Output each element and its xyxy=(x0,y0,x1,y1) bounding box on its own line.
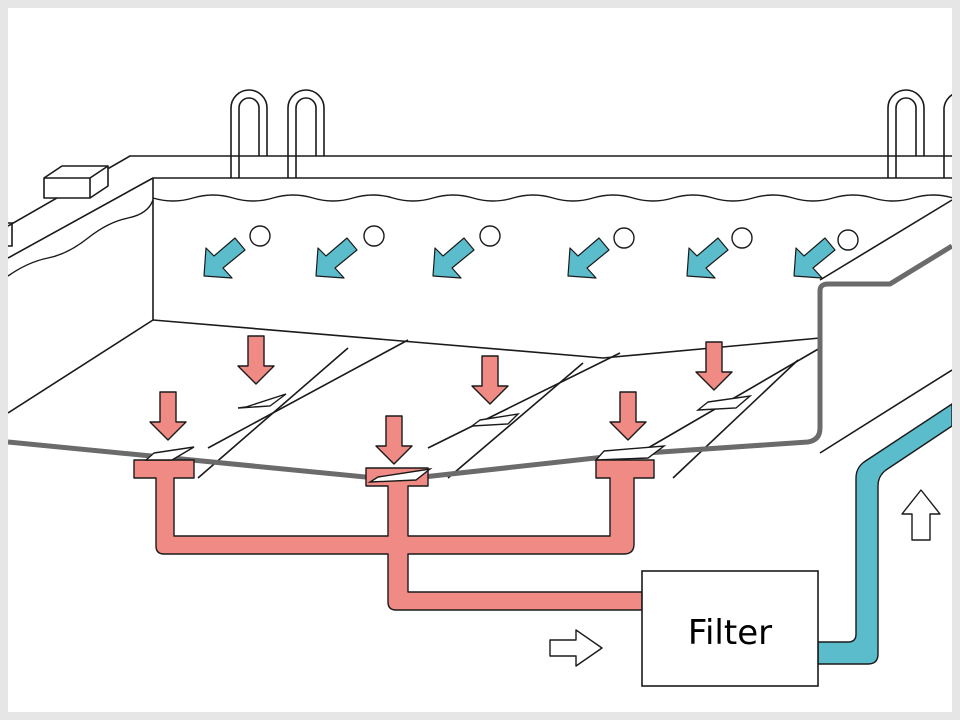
pool-rim xyxy=(8,177,952,259)
right-deck-lower-edge xyxy=(819,369,952,454)
direction-arrow-icon xyxy=(901,489,941,541)
direction-arrow-icon xyxy=(549,629,603,667)
drain-grates xyxy=(144,393,753,483)
drain-grate xyxy=(144,446,195,461)
flow-arrow-icon xyxy=(315,237,358,279)
floor-lane-line xyxy=(207,339,409,449)
floor-left-edge xyxy=(8,319,154,414)
filter-label: Filter xyxy=(688,613,772,653)
ladder-icon xyxy=(887,89,952,178)
ladder-icon xyxy=(230,89,325,178)
drain-arrow-icon xyxy=(471,355,509,405)
drain-arrow-icon xyxy=(237,335,275,385)
floor-lane-line xyxy=(427,352,621,449)
diagram-frame: Filter xyxy=(8,8,952,712)
pool-structure xyxy=(8,155,952,479)
pool-shell-outline xyxy=(8,243,952,483)
floor-back-edge xyxy=(152,319,821,359)
water-surface-left xyxy=(8,199,154,277)
drain-grate xyxy=(594,445,667,461)
bubble-icon xyxy=(731,227,753,249)
drain-grate xyxy=(367,467,433,483)
right-deck-edge xyxy=(819,199,952,281)
flow-arrow-icon xyxy=(686,237,729,279)
skimmer-box-icon xyxy=(43,165,109,199)
drain-arrow-icon xyxy=(149,391,187,441)
bubble-icon xyxy=(613,227,635,249)
drain-grate xyxy=(695,394,753,411)
left-edge-mark xyxy=(8,222,13,247)
flow-arrow-icon xyxy=(432,237,475,279)
floor-lane-line xyxy=(672,359,799,479)
bubbles xyxy=(249,225,859,251)
bubble-icon xyxy=(249,225,271,247)
drain-grate xyxy=(237,393,287,409)
bubble-icon xyxy=(479,225,501,247)
return-pipe xyxy=(817,403,952,665)
drain-grate xyxy=(469,412,521,427)
flow-arrows xyxy=(203,237,836,279)
drain-piping xyxy=(133,459,655,611)
flow-arrow-icon xyxy=(793,237,836,279)
flow-arrow-icon xyxy=(567,237,610,279)
filter-box: Filter xyxy=(641,570,819,687)
bubble-icon xyxy=(363,225,385,247)
drain-arrow-icon xyxy=(695,341,733,391)
drain-arrow-icon xyxy=(375,415,413,465)
drain-arrow-icons xyxy=(149,335,733,465)
pool-filtration-diagram: Filter xyxy=(8,89,952,687)
bubble-icon xyxy=(837,229,859,251)
water-surface xyxy=(152,194,952,202)
flow-arrow-icon xyxy=(203,237,246,279)
drain-arrow-icon xyxy=(609,391,647,441)
back-deck-edge xyxy=(8,155,952,227)
